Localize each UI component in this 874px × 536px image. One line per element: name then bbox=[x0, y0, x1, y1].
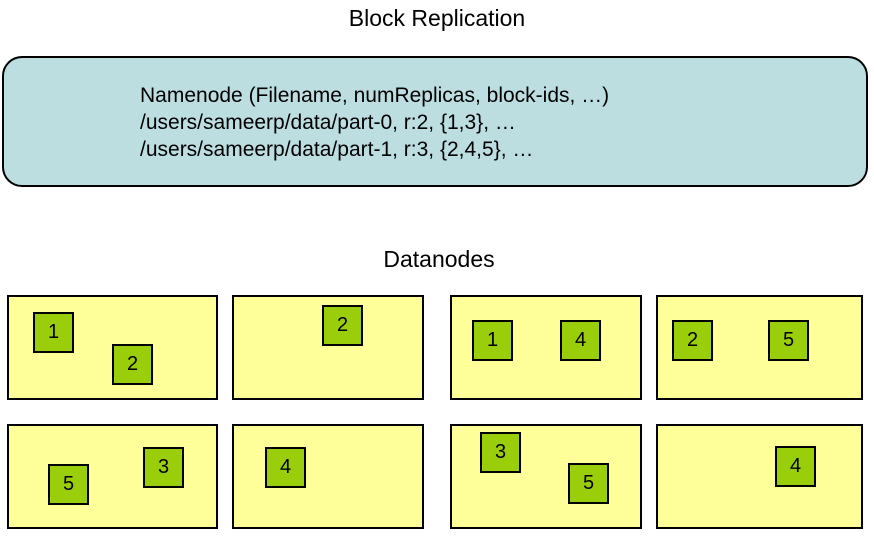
block-replica: 4 bbox=[775, 446, 816, 487]
block-replica: 5 bbox=[568, 463, 609, 504]
block-id-label: 2 bbox=[686, 328, 699, 351]
block-id-label: 4 bbox=[279, 455, 292, 478]
block-replica: 4 bbox=[265, 447, 306, 488]
block-id-label: 1 bbox=[47, 320, 60, 343]
block-replica: 5 bbox=[768, 320, 809, 361]
block-id-label: 3 bbox=[157, 455, 170, 478]
block-id-label: 5 bbox=[582, 471, 595, 494]
namenode-box: Namenode (Filename, numReplicas, block-i… bbox=[2, 56, 868, 187]
datanode-6 bbox=[232, 424, 424, 529]
namenode-line-header: Namenode (Filename, numReplicas, block-i… bbox=[140, 84, 610, 107]
datanodes-label: Datanodes bbox=[383, 246, 495, 272]
block-id-label: 3 bbox=[494, 440, 507, 463]
namenode-line-part-1: /users/sameerp/data/part-1, r:3, {2,4,5}… bbox=[140, 138, 534, 161]
block-replica: 3 bbox=[143, 447, 184, 488]
block-id-label: 1 bbox=[486, 328, 499, 351]
datanode-8 bbox=[656, 424, 863, 529]
namenode-text: Namenode (Filename, numReplicas, block-i… bbox=[140, 82, 609, 163]
page-title: Block Replication bbox=[348, 5, 526, 31]
block-replica: 2 bbox=[112, 344, 153, 385]
block-replica: 4 bbox=[560, 320, 601, 361]
block-id-label: 4 bbox=[789, 454, 802, 477]
block-id-label: 5 bbox=[62, 472, 75, 495]
block-id-label: 2 bbox=[336, 313, 349, 336]
block-id-label: 2 bbox=[126, 352, 139, 375]
block-replica: 2 bbox=[672, 320, 713, 361]
namenode-line-part-0: /users/sameerp/data/part-0, r:2, {1,3}, … bbox=[140, 111, 516, 134]
block-replica: 2 bbox=[322, 305, 363, 346]
block-id-label: 4 bbox=[574, 328, 587, 351]
block-id-label: 5 bbox=[782, 328, 795, 351]
block-replica: 3 bbox=[480, 432, 521, 473]
datanode-5 bbox=[7, 424, 218, 529]
block-replica: 1 bbox=[472, 320, 513, 361]
block-replica: 1 bbox=[33, 312, 74, 353]
datanode-7 bbox=[450, 424, 642, 529]
block-replica: 5 bbox=[48, 464, 89, 505]
